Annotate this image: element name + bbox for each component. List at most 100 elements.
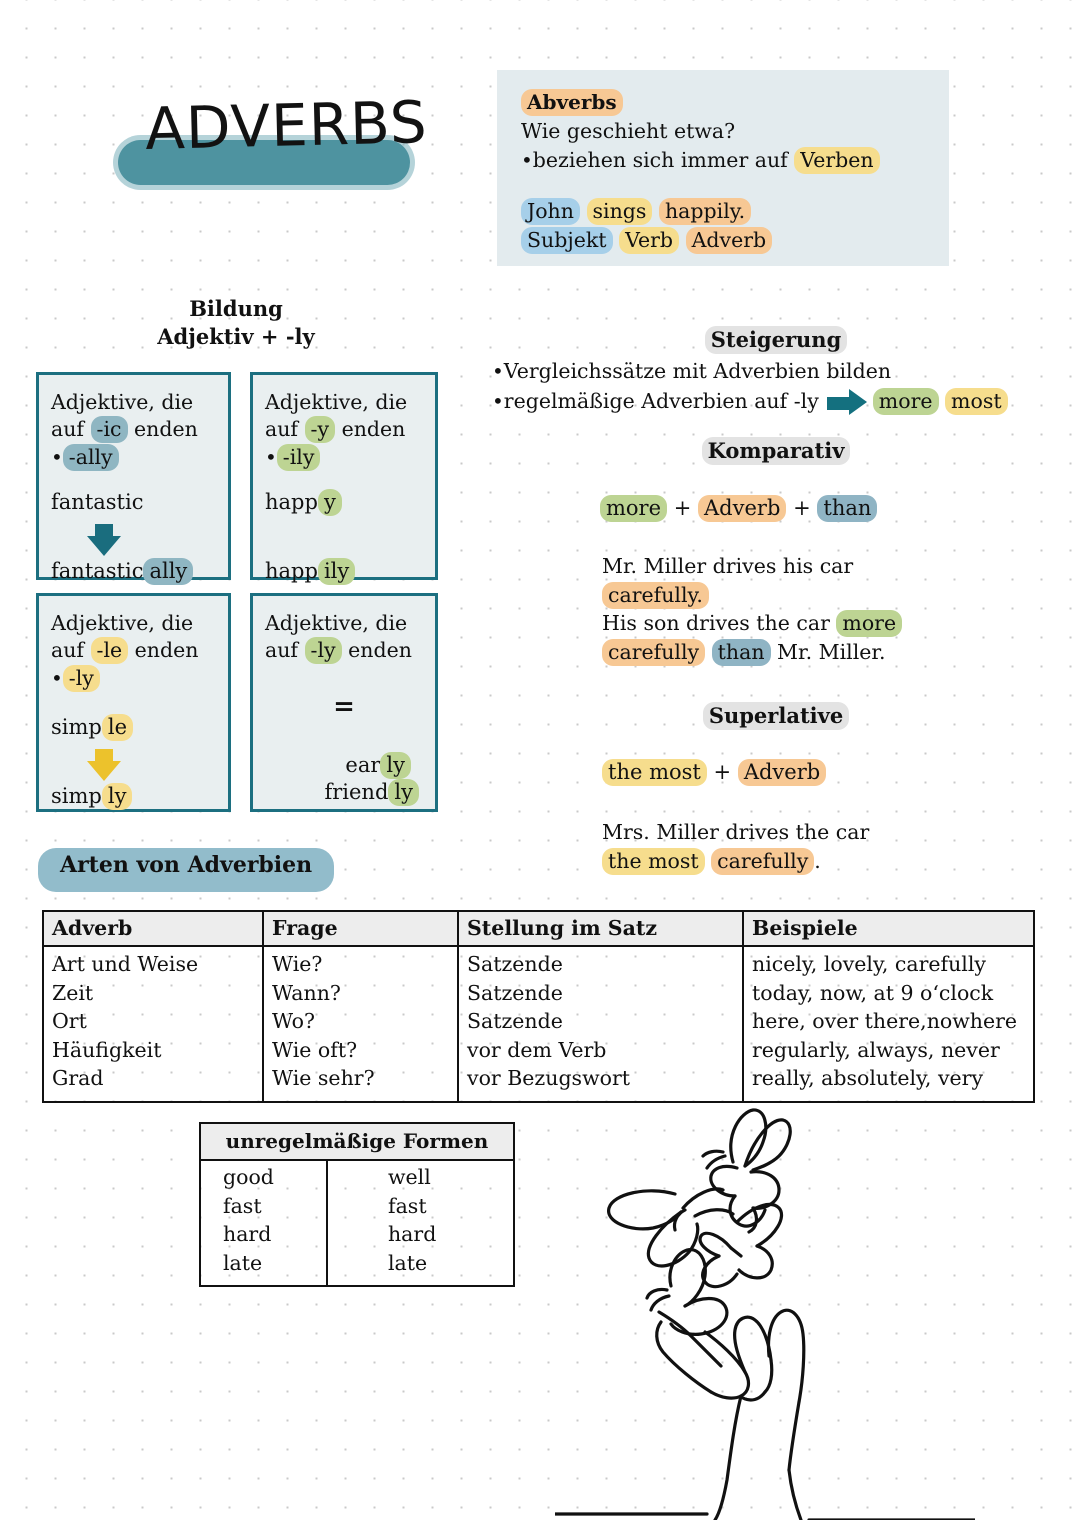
page-title: ADVERBS [118, 88, 458, 195]
box1-bullet-text: -ally [62, 444, 119, 471]
box2-rule-line1: Adjektive, die [265, 390, 408, 414]
right-arrow-icon [826, 389, 867, 415]
hand-with-butterflies-icon [553, 1090, 977, 1522]
bullet-icon: • [492, 359, 504, 383]
cell-text: Ort [52, 1009, 87, 1033]
irregular-item: good [223, 1165, 274, 1189]
bildung-heading-line1: Bildung [189, 296, 283, 321]
box4-rule-post: enden [341, 638, 412, 662]
komparativ-formula-plus-1: + [673, 496, 692, 520]
steigerung-bullet-1-text: Vergleichssätze mit Adverbien bilden [503, 359, 892, 383]
table-row: Art und Weise Zeit Ort Häufigkeit Grad W… [43, 946, 1034, 1102]
box2-ending: -y [304, 416, 336, 443]
intro-bullet-highlight: Verben [794, 147, 880, 174]
irregular-body-row: good fast hard late well fast hard late [200, 1160, 514, 1286]
box4-rule-line2: auf -ly enden [265, 637, 423, 664]
title-text: ADVERBS [144, 88, 429, 163]
formation-box-ic: Adjektive, die auf -ic enden •-ally fant… [36, 372, 231, 585]
komparativ-formula-more: more [600, 495, 668, 522]
superlative-example-line1: Mrs. Miller drives the car [602, 820, 870, 844]
steigerung-most: most [945, 388, 1008, 415]
intro-panel: Abverbs Wie geschieht etwa? •beziehen si… [497, 70, 949, 266]
cell-text: Satzende [467, 980, 563, 1005]
superlative-example-line2: the most carefully. [602, 847, 1062, 876]
box3-rule-post: enden [128, 638, 199, 662]
komparativ-formula: more + Adverb + than [600, 495, 878, 522]
title-highlight-pill [118, 140, 410, 185]
bullet-icon: • [51, 666, 63, 690]
intro-heading-row: Abverbs [521, 88, 929, 117]
box3-example-to-tail: ly [101, 783, 133, 810]
cell-text: here, over there,nowhere [752, 1009, 1018, 1033]
box4-example-2-stem: friend [324, 780, 389, 804]
box2-arrow-row [265, 516, 423, 558]
superlative-formula-themost: the most [602, 759, 707, 786]
irregular-item: late [223, 1250, 263, 1275]
cell-text: vor dem Verb [467, 1037, 607, 1062]
intro-bullet-text: beziehen sich immer auf [532, 148, 795, 172]
intro-example-sentence: John sings happily. [521, 197, 929, 226]
cell-text: Wie oft? [272, 1037, 358, 1062]
cell-text: regularly, always, never [752, 1037, 1000, 1062]
steigerung-heading: Steigerung [704, 326, 848, 354]
cell-text: Zeit [52, 980, 94, 1005]
column-header-beispiele: Beispiele [743, 911, 1034, 947]
komparativ-example-line4-tail: Mr. Miller. [770, 639, 886, 664]
irregular-header-row: unregelmäßige Formen [200, 1123, 514, 1161]
cell-text: vor Bezugswort [467, 1066, 631, 1090]
column-header-adverb: Adverb [43, 911, 264, 947]
komparativ-heading: Komparativ [701, 437, 851, 465]
box3-rule-line1: Adjektive, die [51, 611, 194, 635]
example-subject: John [521, 198, 580, 225]
label-verb: Verb [619, 227, 680, 254]
box3-rule-mid: auf [51, 638, 91, 662]
superlative-example-period: . [814, 848, 821, 873]
bullet-icon: • [51, 445, 63, 469]
komparativ-heading-row: Komparativ [492, 437, 1060, 465]
box3-example-from-stem: simp [51, 715, 102, 739]
cell-text: Wo? [272, 1009, 316, 1033]
steigerung-bullet-2-text: regelmäßige Adverbien auf -ly [503, 389, 819, 413]
example-verb: sings [586, 198, 653, 225]
cell-text: nicely, lovely, carefully [752, 952, 986, 976]
komparativ-formula-adverb: Adverb [698, 495, 787, 522]
box3-ending: -le [90, 637, 129, 664]
steigerung-more: more [872, 388, 939, 415]
box4-rule-mid: auf [265, 638, 305, 662]
intro-question: Wie geschieht etwa? [521, 119, 736, 143]
bildung-heading-line2: Adjektiv + -ly [157, 324, 315, 349]
superlative-formula-plus: + [713, 760, 732, 784]
cell-text: really, absolutely, very [752, 1066, 984, 1090]
cell-text: Wie? [272, 952, 323, 976]
box1-rule-line2: auf -ic enden [51, 416, 216, 443]
cell-beispiele-column: nicely, lovely, carefully today, now, at… [743, 946, 1034, 1102]
intro-bullet: •beziehen sich immer auf Verben [521, 146, 929, 175]
komparativ-formula-than: than [817, 495, 878, 522]
steigerung-heading-row: Steigerung [492, 326, 1060, 354]
box2-rule-mid: auf [265, 417, 305, 441]
irregular-item: fast [223, 1193, 262, 1218]
irregular-item: hard [387, 1222, 437, 1246]
komparativ-example: Mr. Miller drives his car carefully. His… [602, 552, 1062, 666]
cell-text: Art und Weise [52, 952, 199, 976]
cell-adverb-column: Art und Weise Zeit Ort Häufigkeit Grad [43, 946, 264, 1102]
box3-arrow-row [51, 741, 216, 783]
irregular-item: well [387, 1165, 431, 1189]
column-header-frage: Frage [263, 911, 459, 947]
label-subjekt: Subjekt [521, 227, 613, 254]
box3-example-to-stem: simp [51, 784, 102, 808]
box2-example-from-tail: y [317, 489, 342, 516]
box2-example-from-stem: happ [265, 490, 318, 514]
box1-example-from: fantastic [51, 489, 216, 516]
irregular-left-column: good fast hard late [200, 1160, 328, 1286]
komparativ-example-line3-more: more [836, 610, 903, 637]
superlative-formula-adverb: Adverb [737, 759, 827, 786]
komparativ-example-line1: Mr. Miller drives his car [602, 554, 854, 578]
superlative-heading-row: Superlative [492, 702, 1060, 730]
komparativ-formula-plus-2: + [793, 496, 811, 520]
arten-von-adverbien-banner: Arten von Adverbien [38, 848, 335, 892]
